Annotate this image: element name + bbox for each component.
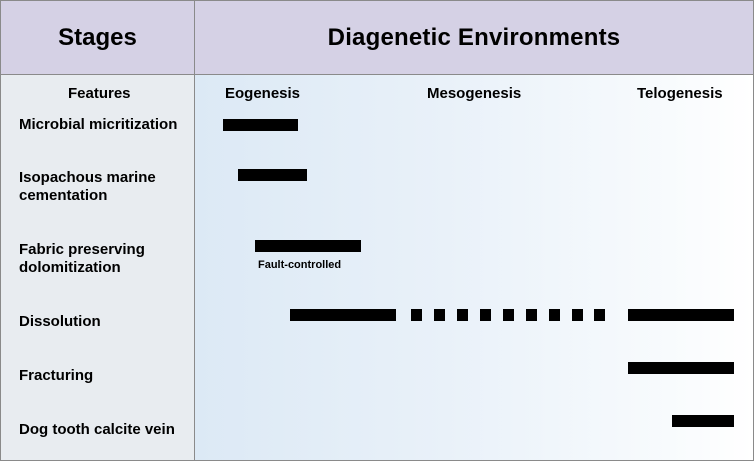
- bar-dissolution-dash: [526, 309, 537, 321]
- bar-dissolution-telogenesis: [628, 309, 734, 321]
- features-label: Features: [68, 85, 131, 102]
- bar-fracturing: [628, 362, 734, 374]
- feature-microbial-micritization: Microbial micritization: [19, 116, 178, 133]
- bar-dissolution-dash: [503, 309, 514, 321]
- bar-dissolution-dash: [572, 309, 583, 321]
- bar-dissolution-dash: [480, 309, 491, 321]
- bar-dog-tooth-calcite-vein: [672, 415, 734, 427]
- telogenesis-label: Telogenesis: [637, 85, 723, 102]
- feature-dissolution: Dissolution: [19, 313, 101, 330]
- stages-title: Stages: [58, 23, 137, 51]
- features-column: [1, 75, 195, 460]
- bar-microbial-micritization: [223, 119, 298, 131]
- bar-isopachous-cementation: [238, 169, 307, 181]
- bar-dissolution-dash: [411, 309, 422, 321]
- bar-dissolution-eogenesis: [290, 309, 396, 321]
- eogenesis-label: Eogenesis: [225, 85, 301, 102]
- bar-dissolution-dash: [457, 309, 468, 321]
- bar-dissolution-dash: [594, 309, 605, 321]
- bar-dissolution-dash: [434, 309, 445, 321]
- environments-header: Diagenetic Environments: [195, 1, 753, 75]
- environments-title: Diagenetic Environments: [327, 23, 621, 51]
- fault-controlled-note: Fault-controlled: [258, 259, 342, 271]
- bar-dissolution-dash: [549, 309, 560, 321]
- stages-header: Stages: [1, 1, 195, 75]
- feature-fracturing: Fracturing: [19, 367, 94, 384]
- feature-dolomitization: Fabric preserving dolomitization: [19, 241, 145, 276]
- feature-dog-tooth-calcite-vein: Dog tooth calcite vein: [19, 421, 175, 438]
- mesogenesis-label: Mesogenesis: [427, 85, 522, 102]
- environments-column: [195, 75, 753, 460]
- feature-isopachous-cementation: Isopachous marine cementation: [19, 169, 156, 204]
- bar-dolomitization: [255, 240, 361, 252]
